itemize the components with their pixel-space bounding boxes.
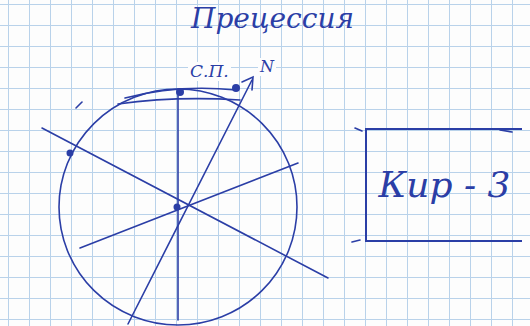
box-text: Кир - 3: [378, 165, 510, 205]
axis-label: N: [258, 58, 276, 76]
pole-label: С.П.: [188, 62, 231, 81]
open-box: Кир - 3: [365, 128, 522, 242]
title: Прецессия: [191, 4, 354, 35]
